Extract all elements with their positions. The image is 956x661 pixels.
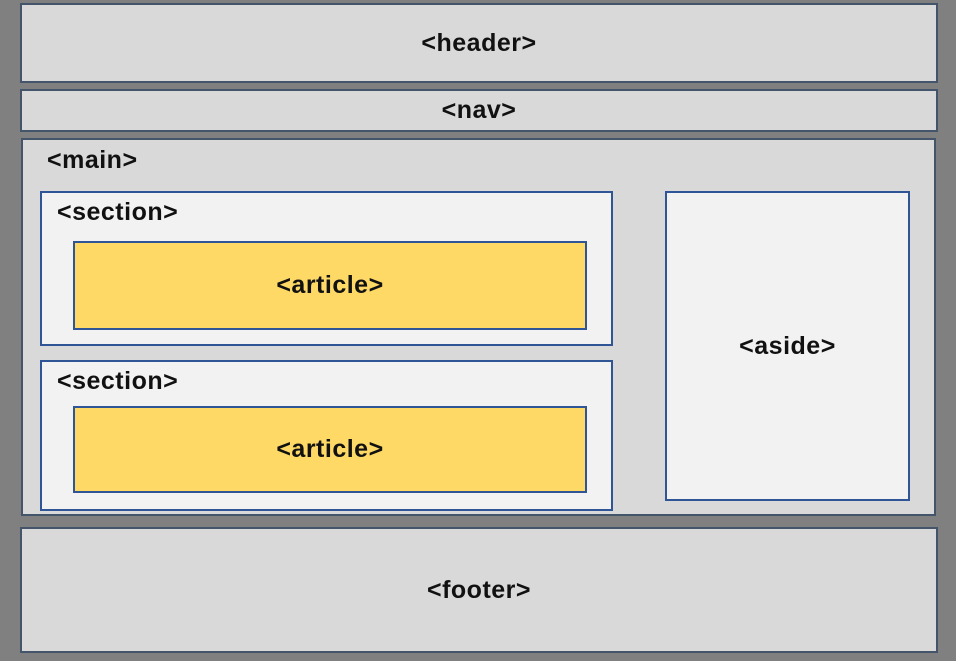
header-label: <header> [421,28,537,57]
section-box-1: <section> <article> [40,191,613,346]
article-box-1: <article> [73,241,587,330]
article-label-1: <article> [276,271,384,299]
section-label-1: <section> [57,198,179,226]
main-box: <main> <section> <article> <section> <ar… [21,138,936,516]
aside-box: <aside> [665,191,910,501]
header-box: <header> [20,3,938,83]
article-label-2: <article> [276,435,384,463]
nav-box: <nav> [20,89,938,132]
section-box-2: <section> <article> [40,360,613,511]
article-box-2: <article> [73,406,587,493]
nav-label: <nav> [441,96,517,124]
main-label: <main> [47,146,138,174]
footer-box: <footer> [20,527,938,653]
section-label-2: <section> [57,367,179,395]
footer-label: <footer> [426,575,532,604]
aside-label: <aside> [739,331,836,360]
